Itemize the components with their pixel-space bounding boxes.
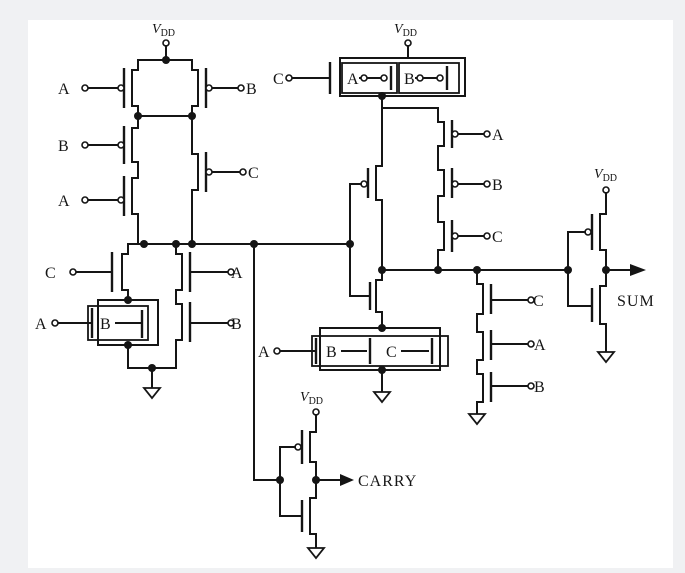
input-label-b: B	[246, 81, 257, 98]
junction-dot	[140, 240, 148, 248]
gate-bubble	[117, 196, 125, 204]
pmos-carry-bar-channel	[375, 95, 383, 271]
carry-output-label: CARRY	[358, 473, 417, 490]
inverter-nmos-channel	[309, 479, 317, 549]
input-label-a: A	[347, 71, 359, 88]
input-pin	[81, 141, 89, 149]
ground-symbol	[306, 547, 326, 560]
gate-bubble	[117, 84, 125, 92]
vdd-label-left: VDD	[152, 22, 175, 39]
input-pin	[416, 74, 424, 82]
vdd-label-center: VDD	[394, 22, 417, 39]
junction-dot	[276, 476, 284, 484]
input-label-c: C	[386, 344, 397, 361]
sum-inverter: VDD SUM	[567, 167, 655, 364]
input-pin	[527, 382, 535, 390]
carry-inverter: VDD CARRY	[253, 243, 417, 560]
input-pin	[483, 130, 491, 138]
input-label-c: C	[533, 293, 544, 310]
pmos-c-channel	[191, 115, 199, 245]
ground-symbol	[372, 391, 392, 404]
input-label-a: A	[58, 81, 70, 98]
input-pin	[527, 340, 535, 348]
gate-bubble	[451, 232, 459, 240]
input-label-b: B	[492, 177, 503, 194]
input-pin	[227, 319, 235, 327]
input-label-a: A	[258, 344, 270, 361]
input-label-c: C	[45, 265, 56, 282]
input-label-b: B	[326, 344, 337, 361]
inverter-pmos-channel	[599, 192, 607, 271]
inverter-pmos-channel	[309, 414, 317, 481]
parallel-pair-wire	[97, 299, 159, 346]
vdd-label-carry: VDD	[300, 390, 323, 407]
nmos-c-channel	[121, 243, 129, 301]
input-label-b: B	[404, 71, 415, 88]
input-label-b: B	[58, 138, 69, 155]
pmos-b-box	[398, 62, 460, 94]
input-label-c: C	[248, 165, 259, 182]
input-pin	[81, 196, 89, 204]
gate-bubble	[451, 180, 459, 188]
input-pin	[273, 347, 281, 355]
input-label-b: B	[534, 379, 545, 396]
input-label-a: A	[231, 265, 243, 282]
inverter-nmos-channel	[599, 269, 607, 353]
input-label-b: B	[100, 316, 111, 333]
input-label-a: A	[58, 193, 70, 210]
input-label-b: B	[231, 316, 242, 333]
pmos-series-rail	[381, 95, 445, 271]
pmos-c-top-channel	[339, 57, 466, 97]
input-pin	[227, 268, 235, 276]
nmos-carry-bar-channel	[375, 269, 383, 329]
ground-symbol	[596, 351, 616, 364]
input-label-c: C	[273, 71, 284, 88]
nmos-series-rail	[476, 269, 484, 415]
gate-bubble	[117, 141, 125, 149]
input-pin	[483, 232, 491, 240]
carry-stage: VDD A B B A	[35, 22, 354, 400]
vdd-wire-center	[339, 45, 466, 59]
parallel-pair-wire	[319, 327, 441, 371]
inverter-gate-wire	[567, 231, 593, 307]
ground-symbol	[142, 387, 162, 400]
input-pin	[285, 74, 293, 82]
carry-bar-branch	[253, 243, 281, 481]
input-label-c: C	[492, 229, 503, 246]
pmos-b-top-channel	[191, 59, 199, 117]
junction-dot	[434, 266, 442, 274]
pmos-b-channel	[131, 115, 139, 245]
input-label-a: A	[534, 337, 546, 354]
nmos-a-channel	[175, 243, 183, 369]
input-pin	[51, 319, 59, 327]
pmos-a-box	[341, 62, 398, 94]
input-pin	[237, 84, 245, 92]
input-pin	[69, 268, 77, 276]
input-pin	[527, 296, 535, 304]
carry-bar-gate-wire	[349, 183, 371, 297]
ground-symbol	[467, 413, 487, 426]
gate-bubble	[436, 74, 444, 82]
junction-dot	[188, 240, 196, 248]
gate-bubble	[451, 130, 459, 138]
sum-output-label: SUM	[617, 293, 655, 310]
gate-bubble	[380, 74, 388, 82]
vdd-label-sum: VDD	[594, 167, 617, 184]
pmos-a-top-channel	[131, 59, 139, 117]
input-pin	[81, 84, 89, 92]
input-label-a: A	[492, 127, 504, 144]
input-pin	[239, 168, 247, 176]
carry-arrow	[340, 474, 354, 486]
junction-dot	[162, 56, 170, 64]
gate-bubble	[205, 168, 213, 176]
gate-bubble	[205, 84, 213, 92]
input-pin	[360, 74, 368, 82]
input-label-a: A	[35, 316, 47, 333]
junction-dot	[148, 364, 156, 372]
sum-arrow	[630, 264, 646, 276]
sum-stage: VDD C A B A B	[258, 22, 572, 426]
input-pin	[483, 180, 491, 188]
